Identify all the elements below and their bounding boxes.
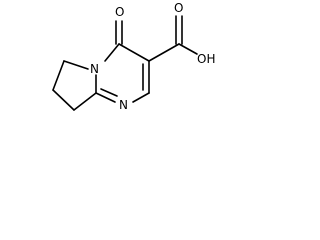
atom-carbonyl-oxygen: O: [115, 5, 124, 19]
bond-c4-n-bridge: [104, 43, 120, 62]
atom-carboxyl-hydroxyl: OH: [197, 52, 215, 66]
bond-c3-cooh: [148, 43, 180, 62]
bond-ch2-ch2-left: [52, 60, 65, 91]
atom-labels: O N N O OH: [90, 1, 215, 112]
atom-carboxyl-oxygen: O: [174, 1, 183, 15]
bond-ch2-c8a: [73, 92, 97, 111]
bond-ch2-ch2-bottom: [52, 89, 75, 111]
atom-ring-nitrogen-bottom: N: [119, 98, 128, 112]
chemical-structure-diagram: O N N O OH: [52, 1, 215, 112]
bond-lines: [52, 15, 198, 111]
bond-c2-n-bottom: [132, 92, 150, 103]
atom-ring-nitrogen-bridgehead: N: [90, 62, 99, 76]
bond-cooh-oh: [178, 43, 198, 55]
bond-n-bridge-ch2: [63, 60, 89, 70]
bond-n-bottom-c8a: [95, 92, 116, 103]
bond-c4-c3: [118, 43, 150, 62]
bond-n-bottom-c8a-inner: [100, 88, 118, 97]
